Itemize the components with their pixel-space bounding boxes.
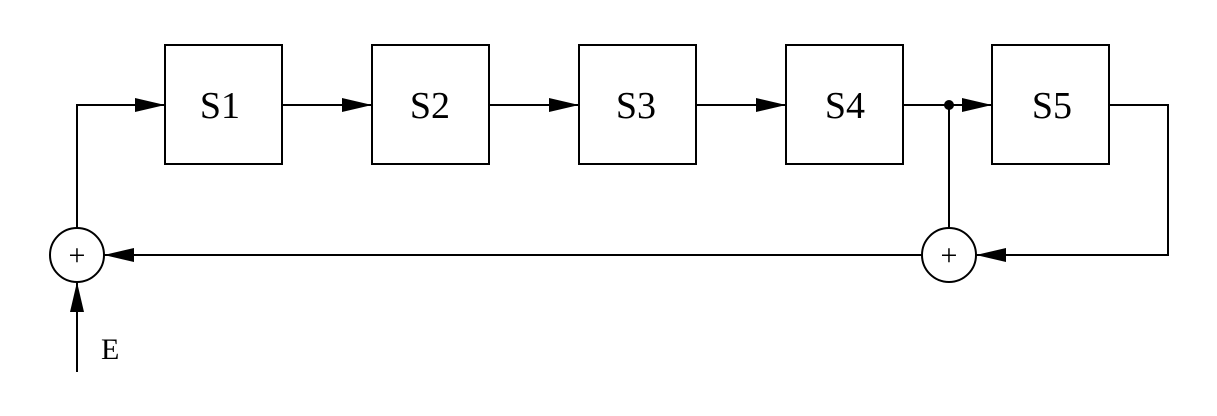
input-summer: +	[49, 227, 105, 283]
stage-s2-label: S2	[410, 85, 450, 127]
stage-s1-label: S1	[200, 85, 240, 127]
stage-s2: S2	[371, 44, 490, 165]
stage-s5-label: S5	[1032, 85, 1072, 127]
input-summer-symbol: +	[69, 239, 86, 272]
input-e-label: E	[101, 333, 119, 366]
stage-s5: S5	[991, 44, 1110, 165]
s5-output-line	[976, 104, 1169, 262]
summer-to-s1-line	[76, 98, 165, 228]
stage-s1: S1	[164, 44, 283, 165]
stage-s3-label: S3	[616, 85, 656, 127]
stage-s4-label: S4	[825, 85, 865, 127]
stage-s4: S4	[785, 44, 904, 165]
stage-s3: S3	[578, 44, 697, 165]
feedback-summer: +	[921, 227, 977, 283]
feedback-summer-symbol: +	[941, 239, 958, 272]
